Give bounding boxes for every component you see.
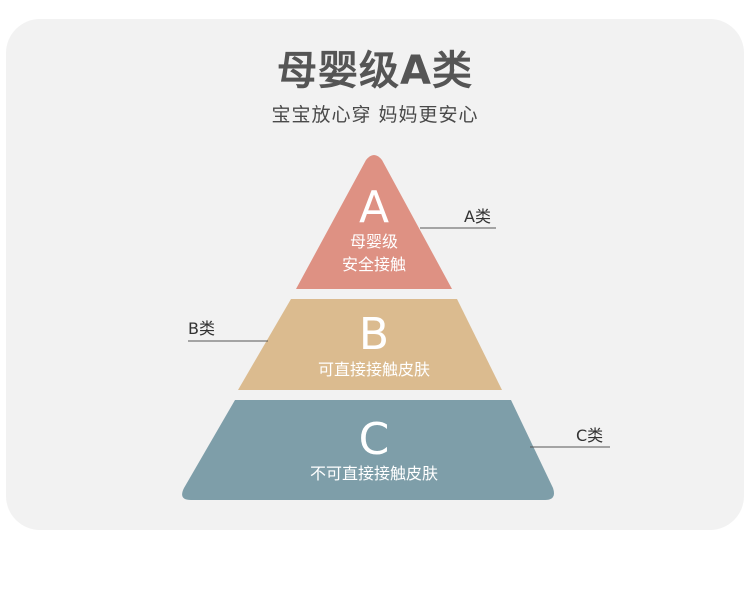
- tier-b-side-label: B类: [188, 319, 215, 338]
- tier-b-shape: [238, 299, 502, 390]
- tier-c-side-label: C类: [576, 426, 603, 445]
- tier-a-side-label: A类: [464, 207, 491, 226]
- tier-c-letter: C: [359, 414, 390, 465]
- tier-b-description: 可直接接触皮肤: [318, 360, 430, 379]
- tier-c-shape: [182, 400, 554, 500]
- page-title: 母婴级A类: [277, 48, 473, 94]
- tier-a-description-line1: 母婴级: [350, 232, 398, 251]
- page-subtitle: 宝宝放心穿 妈妈更安心: [271, 104, 479, 126]
- tier-c-description: 不可直接接触皮肤: [310, 464, 438, 483]
- tier-b-letter: B: [359, 309, 389, 360]
- tier-a-letter: A: [359, 182, 389, 233]
- tier-a-shape: [296, 155, 452, 289]
- tier-a-description-line2: 安全接触: [342, 255, 406, 274]
